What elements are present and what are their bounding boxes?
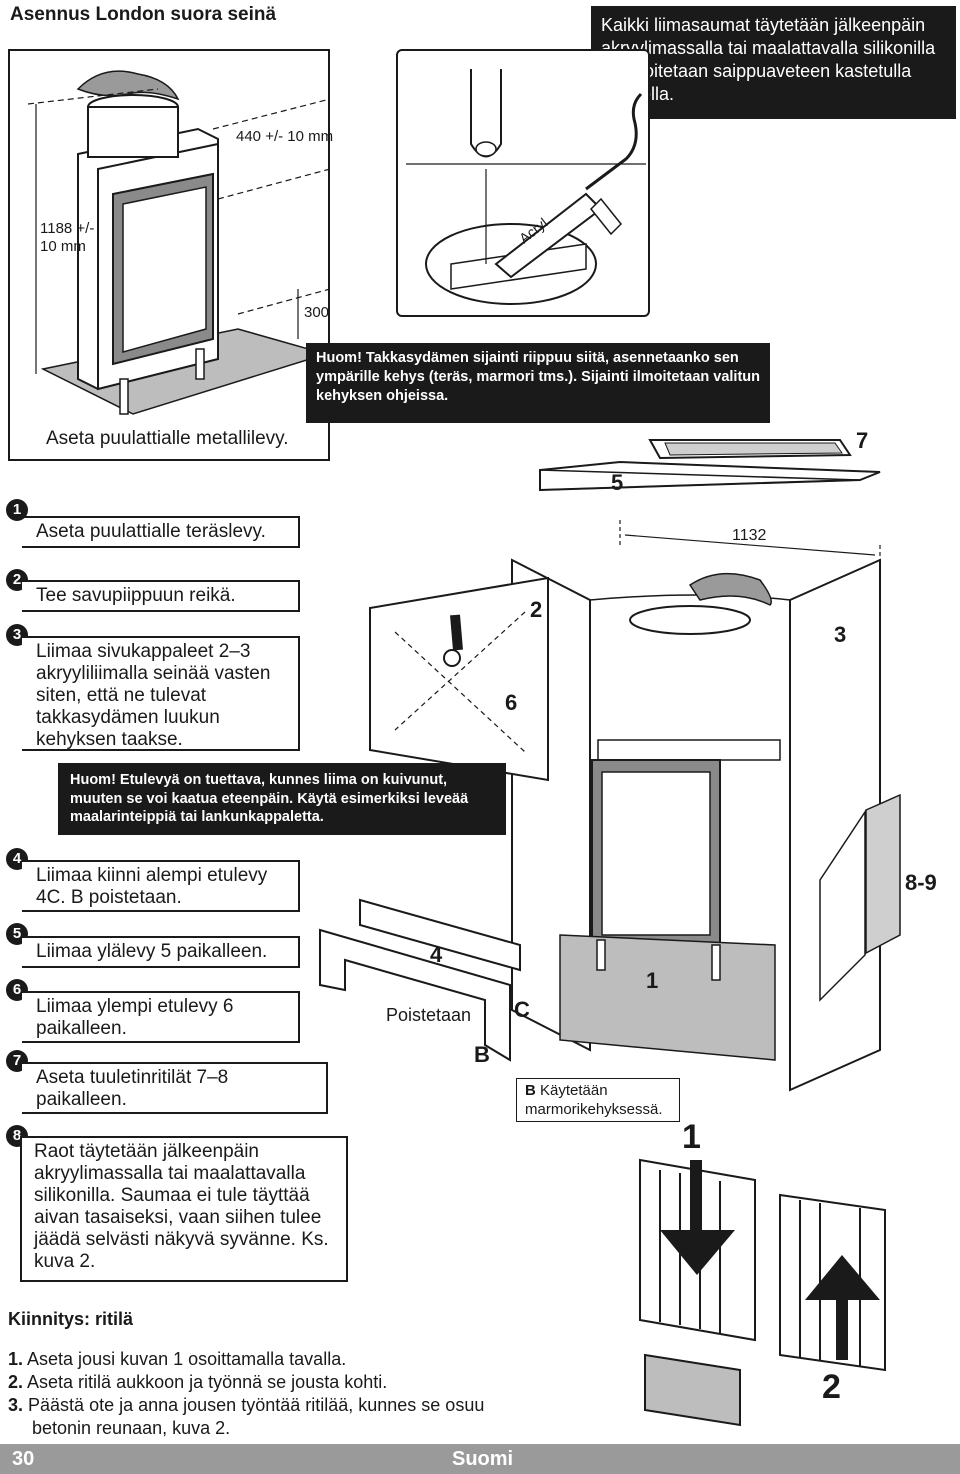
page-footer: 30 Suomi bbox=[0, 1444, 960, 1474]
footer-language: Suomi bbox=[452, 1448, 514, 1470]
kiinnitys-step-2-num: 2. bbox=[8, 1372, 24, 1392]
part-1-label: 1 bbox=[646, 968, 659, 993]
step-3-text: Liimaa sivukappaleet 2–3 akryyliliimalla… bbox=[22, 636, 300, 751]
kiinnitys-step-3: 3. Päästä ote ja anna jousen työntää rit… bbox=[8, 1394, 508, 1440]
step-2-text: Tee savupiippuun reikä. bbox=[22, 580, 300, 612]
page-number: 30 bbox=[12, 1448, 35, 1470]
kiinnitys-step-3-num: 3. bbox=[8, 1395, 24, 1415]
kiinnitys-step-1-text: Aseta jousi kuvan 1 osoittamalla tavalla… bbox=[27, 1349, 347, 1369]
part-5-label: 5 bbox=[611, 470, 624, 495]
kiinnitys-step-1: 1. Aseta jousi kuvan 1 osoittamalla tava… bbox=[8, 1348, 508, 1371]
huom-note-1: Huom! Takkasydämen sijainti riippuu siit… bbox=[306, 343, 770, 423]
part-4-label: 4 bbox=[430, 942, 443, 967]
step-7-text: Aseta tuuletinritilät 7–8 paikalleen. bbox=[22, 1062, 328, 1114]
top-note: Kaikki liimasaumat täytetään jälkeenpäin… bbox=[591, 6, 956, 119]
kiinnitys-step-3-text: Päästä ote ja anna jousen työntää ritilä… bbox=[28, 1395, 485, 1438]
kiinnitys-step-2-text: Aseta ritilä aukkoon ja työnnä se jousta… bbox=[27, 1372, 388, 1392]
b-note-bold: B bbox=[525, 1082, 536, 1099]
width-1132-label: 1132 bbox=[732, 527, 767, 544]
b-note-text: Käytetään marmorikehyksessä. bbox=[525, 1082, 663, 1118]
page-title: Asennus London suora seinä bbox=[10, 4, 277, 25]
kiinnitys-steps: 1. Aseta jousi kuvan 1 osoittamalla tava… bbox=[8, 1348, 508, 1440]
part-c-label: C bbox=[514, 997, 530, 1022]
part-6-label: 6 bbox=[505, 690, 518, 715]
dim-floor-label: 300 bbox=[304, 304, 330, 321]
dim-width-label: 440 +/- 10 mm bbox=[236, 128, 334, 145]
step-4-text: Liimaa kiinni alempi etulevy 4C. B poist… bbox=[22, 860, 300, 912]
grille-figure-2-label: 2 bbox=[822, 1368, 841, 1406]
poistetaan-label: Poistetaan bbox=[386, 1005, 472, 1025]
figure-1-caption: Aseta puulattialle metallilevy. bbox=[46, 428, 289, 449]
step-6-text: Liimaa ylempi etulevy 6 paikalleen. bbox=[22, 991, 300, 1043]
step-8-text: Raot täytetään jälkeenpäin akryylimassal… bbox=[20, 1136, 348, 1282]
part-7-label: 7 bbox=[856, 428, 869, 453]
part-3-label: 3 bbox=[834, 622, 847, 647]
step-5-text: Liimaa ylälevy 5 paikalleen. bbox=[22, 936, 300, 968]
huom-note-2: Huom! Etulevyä on tuettava, kunnes liima… bbox=[58, 763, 506, 835]
kiinnitys-title: Kiinnitys: ritilä bbox=[8, 1309, 134, 1329]
step-1-number: 1 bbox=[6, 499, 28, 521]
grille-figure-1-label: 1 bbox=[682, 1118, 701, 1156]
dim-height-label: 1188 +/- 10 mm bbox=[40, 220, 95, 255]
step-1-text: Aseta puulattialle teräslevy. bbox=[22, 516, 300, 548]
part-b-label: B bbox=[474, 1042, 490, 1067]
acryl-application-illustration: Acryl bbox=[406, 69, 646, 305]
part-2-label: 2 bbox=[530, 597, 543, 622]
b-note-box: B Käytetään marmorikehyksessä. bbox=[516, 1078, 680, 1122]
part-8-9-label: 8-9 bbox=[905, 870, 937, 895]
kiinnitys-step-2: 2. Aseta ritilä aukkoon ja työnnä se jou… bbox=[8, 1371, 508, 1394]
kiinnitys-step-1-num: 1. bbox=[8, 1349, 24, 1369]
fireplace-core-illustration bbox=[27, 70, 331, 415]
